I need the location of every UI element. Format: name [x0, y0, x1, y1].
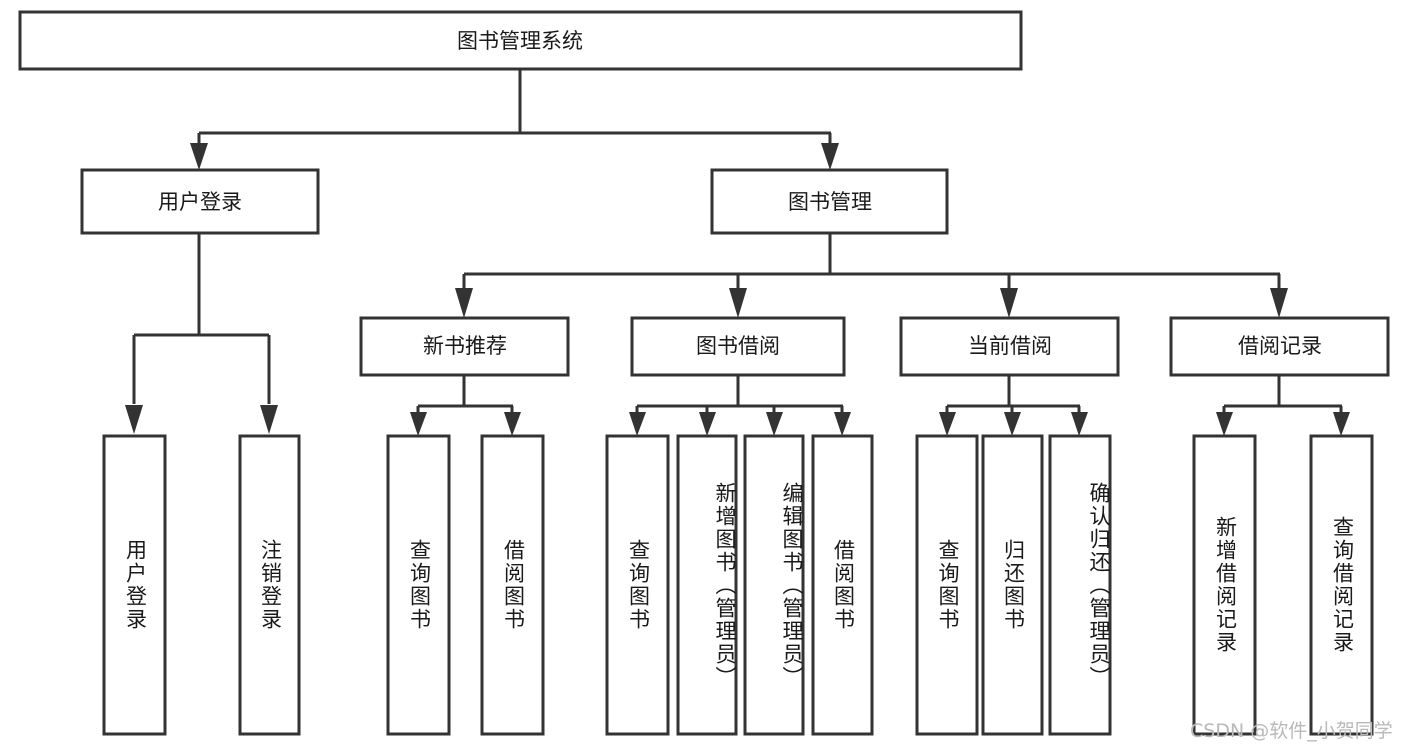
node-leaf-3-box[interactable]: [386, 434, 451, 736]
node-newbook-box[interactable]: [359, 316, 570, 377]
node-leaf-5-box[interactable]: [605, 434, 670, 736]
node-newbook-label: 新书推荐: [423, 334, 507, 358]
arrow-head-leaf-2: [260, 405, 278, 434]
node-leaf-7-box[interactable]: [743, 434, 805, 736]
connector-group-bookmgmt-to-level3: [455, 233, 1288, 318]
node-root[interactable]: 图书管理系统: [18, 10, 1023, 71]
arrow-head-login: [190, 143, 208, 170]
node-borrow-label: 图书借阅: [696, 334, 780, 358]
node-record[interactable]: 借阅记录: [1169, 316, 1390, 377]
node-leaf-12-box[interactable]: [1192, 434, 1257, 736]
arrow-head-leaf-7: [766, 412, 783, 436]
connector-group-current-to-leaves: [939, 375, 1088, 436]
node-leaf-9-box[interactable]: [915, 434, 979, 736]
node-current-box[interactable]: [899, 316, 1120, 377]
csdn-watermark: CSDN @软件_小贺同学: [1190, 720, 1393, 742]
connector-group-root-to-level2: [190, 70, 839, 170]
arrow-head-leaf-1: [125, 405, 143, 434]
leaf-boxes: [102, 434, 1374, 736]
node-login-box[interactable]: [80, 168, 320, 235]
arrow-head-leaf-8: [834, 412, 851, 436]
node-record-label: 借阅记录: [1238, 334, 1322, 358]
arrow-head-leaf-13: [1333, 412, 1350, 436]
node-borrow[interactable]: 图书借阅: [630, 316, 846, 377]
arrow-head-newbook: [455, 288, 473, 318]
arrow-head-leaf-12: [1216, 412, 1233, 436]
arrow-head-borrow: [729, 288, 747, 318]
arrow-head-leaf-6: [699, 412, 716, 436]
node-record-box[interactable]: [1169, 316, 1390, 377]
node-leaf-1-box[interactable]: [102, 434, 167, 736]
node-bookmgmt-label: 图书管理: [788, 190, 872, 214]
node-root-box[interactable]: [18, 10, 1023, 71]
node-newbook[interactable]: 新书推荐: [359, 316, 570, 377]
connector-group-login-to-leaves: [125, 233, 278, 434]
node-leaf-13-box[interactable]: [1309, 434, 1374, 736]
arrow-head-leaf-5: [629, 412, 646, 436]
node-leaf-8-box[interactable]: [811, 434, 874, 736]
node-current[interactable]: 当前借阅: [899, 316, 1120, 377]
arrow-head-leaf-10: [1004, 412, 1021, 436]
node-leaf-2-box[interactable]: [238, 434, 301, 736]
node-login[interactable]: 用户登录: [80, 168, 320, 235]
arrow-head-leaf-3: [410, 412, 427, 436]
connector-group-record-to-leaves: [1216, 375, 1350, 436]
node-leaf-10-box[interactable]: [981, 434, 1044, 736]
connector-group-borrow-to-leaves: [629, 375, 851, 436]
connector-group-newbook-to-leaves: [410, 375, 521, 436]
arrow-head-record: [1270, 288, 1288, 318]
node-login-label: 用户登录: [158, 190, 242, 214]
arrow-head-current: [1000, 288, 1018, 318]
arrow-head-leaf-9: [939, 412, 956, 436]
node-borrow-box[interactable]: [630, 316, 846, 377]
arrow-head-bookmgmt: [821, 143, 839, 170]
node-leaf-4-box[interactable]: [480, 434, 545, 736]
node-leaf-6-box[interactable]: [676, 434, 738, 736]
arrow-head-leaf-11: [1071, 412, 1088, 436]
node-leaf-11-box[interactable]: [1048, 434, 1112, 736]
node-root-label: 图书管理系统: [457, 29, 583, 53]
arrow-head-leaf-4: [504, 412, 521, 436]
node-bookmgmt[interactable]: 图书管理: [710, 168, 949, 235]
node-bookmgmt-box[interactable]: [710, 168, 949, 235]
node-current-label: 当前借阅: [968, 334, 1052, 358]
